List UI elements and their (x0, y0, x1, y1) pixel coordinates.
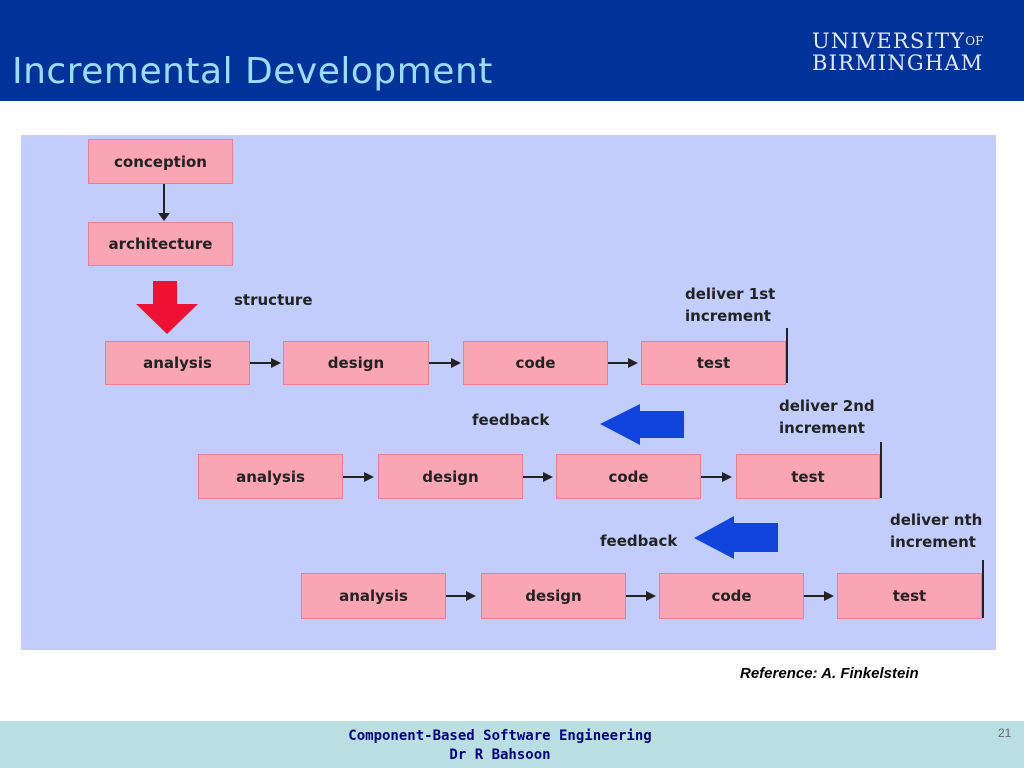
row2-test-box: test (736, 454, 880, 499)
row1-test-box: test (641, 341, 786, 385)
row2-arrow-2 (543, 472, 553, 482)
logo-birmingham: BIRMINGHAM (812, 51, 984, 75)
row1-delivery-marker (786, 328, 788, 383)
structure-label: structure (234, 291, 313, 309)
row3-arrow-3 (824, 591, 834, 601)
row1-deliver-line1: deliver 1st (685, 285, 776, 303)
page-number: 21 (998, 726, 1012, 740)
row2-deliver-line1: deliver 2nd (779, 397, 875, 415)
row3-code-box: code (659, 573, 804, 619)
row3-design-box: design (481, 573, 626, 619)
feedback-arrow-1-icon (600, 404, 684, 445)
slide-title: Incremental Development (12, 51, 493, 92)
slide-header: Incremental Development UNIVERSITYOF BIR… (0, 0, 1024, 101)
logo-university: UNIVERSITY (812, 29, 966, 53)
row3-deliver-line1: deliver nth (890, 511, 983, 529)
row3-arrow-2 (646, 591, 656, 601)
footer-author: Dr R Bahsoon (449, 747, 551, 763)
row3-deliver-label: deliver nth increment (890, 509, 982, 553)
structure-arrow-icon (136, 281, 198, 334)
row3-arrow-1 (466, 591, 476, 601)
row2-arrow-1 (364, 472, 374, 482)
architecture-box: architecture (88, 222, 233, 266)
row3-test-box: test (837, 573, 982, 619)
diagram-arrows (136, 184, 834, 601)
row1-design-box: design (283, 341, 429, 385)
row2-analysis-box: analysis (198, 454, 343, 499)
row2-design-box: design (378, 454, 523, 499)
conception-to-architecture-arrowhead (158, 213, 170, 221)
footer-course-title: Component-Based Software Engineering (348, 728, 652, 744)
row1-deliver-label: deliver 1st increment (685, 283, 775, 327)
row3-analysis-box: analysis (301, 573, 446, 619)
row1-arrow-2 (451, 358, 461, 368)
reference-note: Reference: A. Finkelstein (740, 665, 919, 682)
row3-deliver-line2: increment (890, 533, 976, 551)
slide-footer: Component-Based Software Engineering Dr … (0, 721, 1024, 768)
feedback-label-2: feedback (600, 532, 678, 550)
incremental-development-diagram: conception architecture structure analys… (21, 135, 996, 650)
logo-of: OF (965, 34, 984, 48)
row2-code-box: code (556, 454, 701, 499)
row1-analysis-box: analysis (105, 341, 250, 385)
feedback-label-1: feedback (472, 411, 550, 429)
row1-arrow-1 (271, 358, 281, 368)
row2-deliver-label: deliver 2nd increment (779, 395, 875, 439)
conception-box: conception (88, 139, 233, 184)
row1-deliver-line2: increment (685, 307, 771, 325)
row1-code-box: code (463, 341, 608, 385)
feedback-arrow-2-icon (694, 516, 778, 559)
row2-deliver-line2: increment (779, 419, 865, 437)
row2-delivery-marker (880, 442, 882, 498)
university-logo: UNIVERSITYOF BIRMINGHAM (812, 30, 983, 74)
row3-delivery-marker (982, 560, 984, 618)
row2-arrow-3 (722, 472, 732, 482)
row1-arrow-3 (628, 358, 638, 368)
